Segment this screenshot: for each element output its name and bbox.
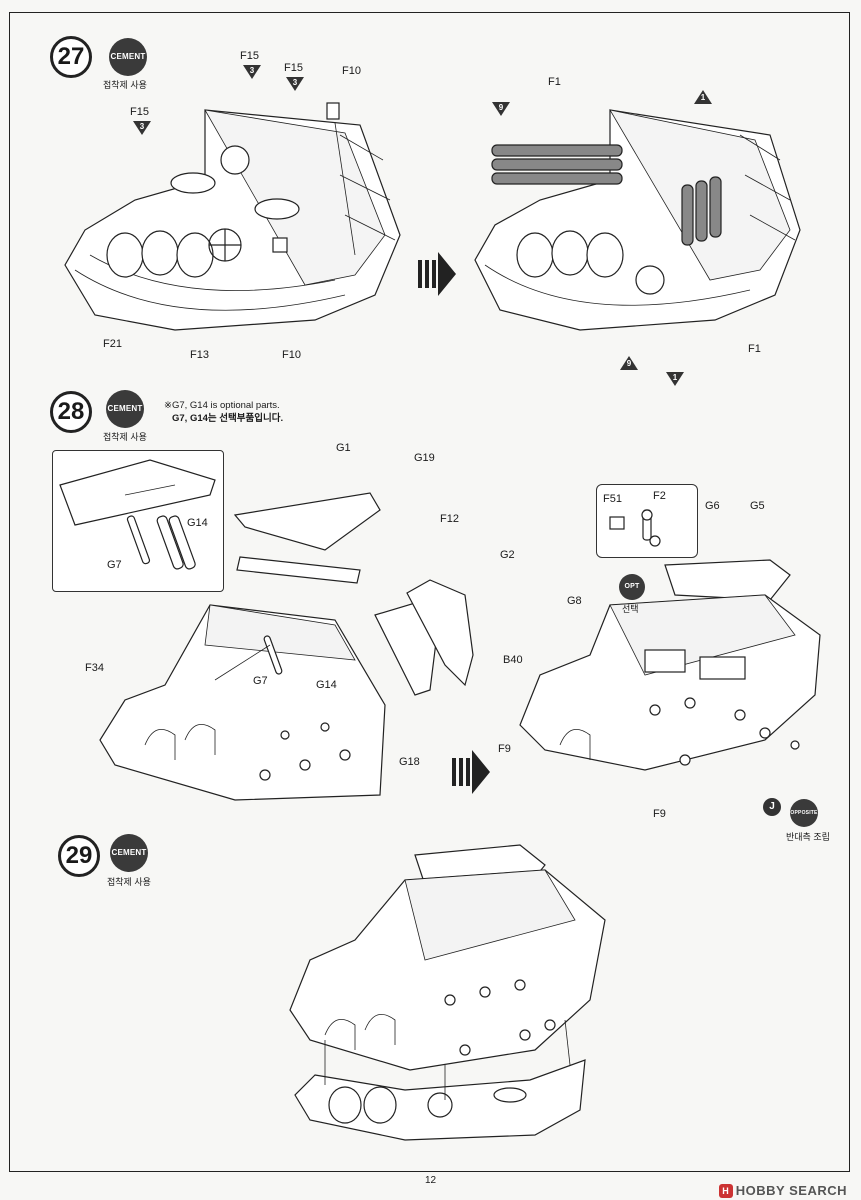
cement-caption: 접착제 사용 — [103, 80, 147, 90]
part-label-g14: G14 — [316, 679, 337, 691]
part-label-f1-a: F1 — [548, 76, 561, 88]
part-label-g18: G18 — [399, 756, 420, 768]
hull-final-assembly-drawing — [289, 844, 606, 1141]
part-label-f12: F12 — [440, 513, 459, 525]
optional-caption: 선택 — [622, 604, 639, 614]
cement-badge: CEMENT — [106, 390, 144, 428]
ref-triangle-1-a: 1 — [694, 90, 712, 104]
step-arrow-28 — [452, 750, 490, 794]
cement-caption: 접착제 사용 — [103, 432, 147, 442]
part-label-f15-b: F15 — [284, 62, 303, 74]
step-number-28: 28 — [50, 391, 92, 433]
upper-hull-exploded-left — [99, 492, 474, 801]
part-label-f2: F2 — [653, 490, 666, 502]
inset-drawing — [59, 459, 216, 570]
part-label-f34: F34 — [85, 662, 104, 674]
part-label-f10-a: F10 — [342, 65, 361, 77]
hobby-search-logo-icon: H — [718, 1184, 733, 1198]
part-label-f21: F21 — [103, 338, 122, 350]
ref-triangle-1-b: 1 — [666, 372, 684, 386]
ref-triangle-3-b: 3 — [286, 77, 304, 91]
ref-triangle-3-c: 3 — [133, 121, 151, 135]
part-label-g6: G6 — [705, 500, 720, 512]
part-label-f13: F13 — [190, 349, 209, 361]
ref-triangle-9-b: 9 — [620, 356, 638, 370]
page-number: 12 — [424, 1175, 437, 1186]
part-label-g14-inset: G14 — [187, 517, 208, 529]
optional-parts-note-en: ※G7, G14 is optional parts. — [164, 400, 280, 411]
part-label-b40: B40 — [503, 654, 523, 666]
step-number-29: 29 — [58, 835, 100, 877]
ref-triangle-9-a: 9 — [492, 102, 510, 116]
part-label-g7: G7 — [253, 675, 268, 687]
part-label-f51: F51 — [603, 493, 622, 505]
upper-hull-assembled-right — [519, 559, 821, 771]
optional-badge: OPT — [619, 574, 645, 600]
ref-circle-j: J — [763, 798, 781, 816]
step-arrow-27 — [418, 252, 456, 296]
optional-parts-note-kr: G7, G14는 선택부품입니다. — [172, 413, 284, 424]
cement-caption: 접착제 사용 — [107, 877, 151, 887]
page-frame — [9, 12, 850, 1172]
part-label-f9-a: F9 — [498, 743, 511, 755]
part-label-g8: G8 — [567, 595, 582, 607]
part-label-f10-b: F10 — [282, 349, 301, 361]
hull-interior-drawing-left — [64, 102, 401, 331]
part-label-g2: G2 — [500, 549, 515, 561]
cement-badge: CEMENT — [109, 38, 147, 76]
part-label-g1: G1 — [336, 442, 351, 454]
opposite-caption: 반대측 조립 — [786, 832, 830, 842]
part-label-f1-b: F1 — [748, 343, 761, 355]
part-label-f15-a: F15 — [240, 50, 259, 62]
part-label-g5: G5 — [750, 500, 765, 512]
cement-badge: CEMENT — [110, 834, 148, 872]
part-label-f9-b: F9 — [653, 808, 666, 820]
part-label-g19: G19 — [414, 452, 435, 464]
part-label-g7-inset: G7 — [107, 559, 122, 571]
step-number-27: 27 — [50, 36, 92, 78]
callout-drawing — [609, 509, 661, 547]
opposite-badge: OPPOSITE — [790, 799, 818, 827]
hull-interior-drawing-right — [474, 109, 801, 331]
ref-triangle-3-a: 3 — [243, 65, 261, 79]
part-label-f15-c: F15 — [130, 106, 149, 118]
